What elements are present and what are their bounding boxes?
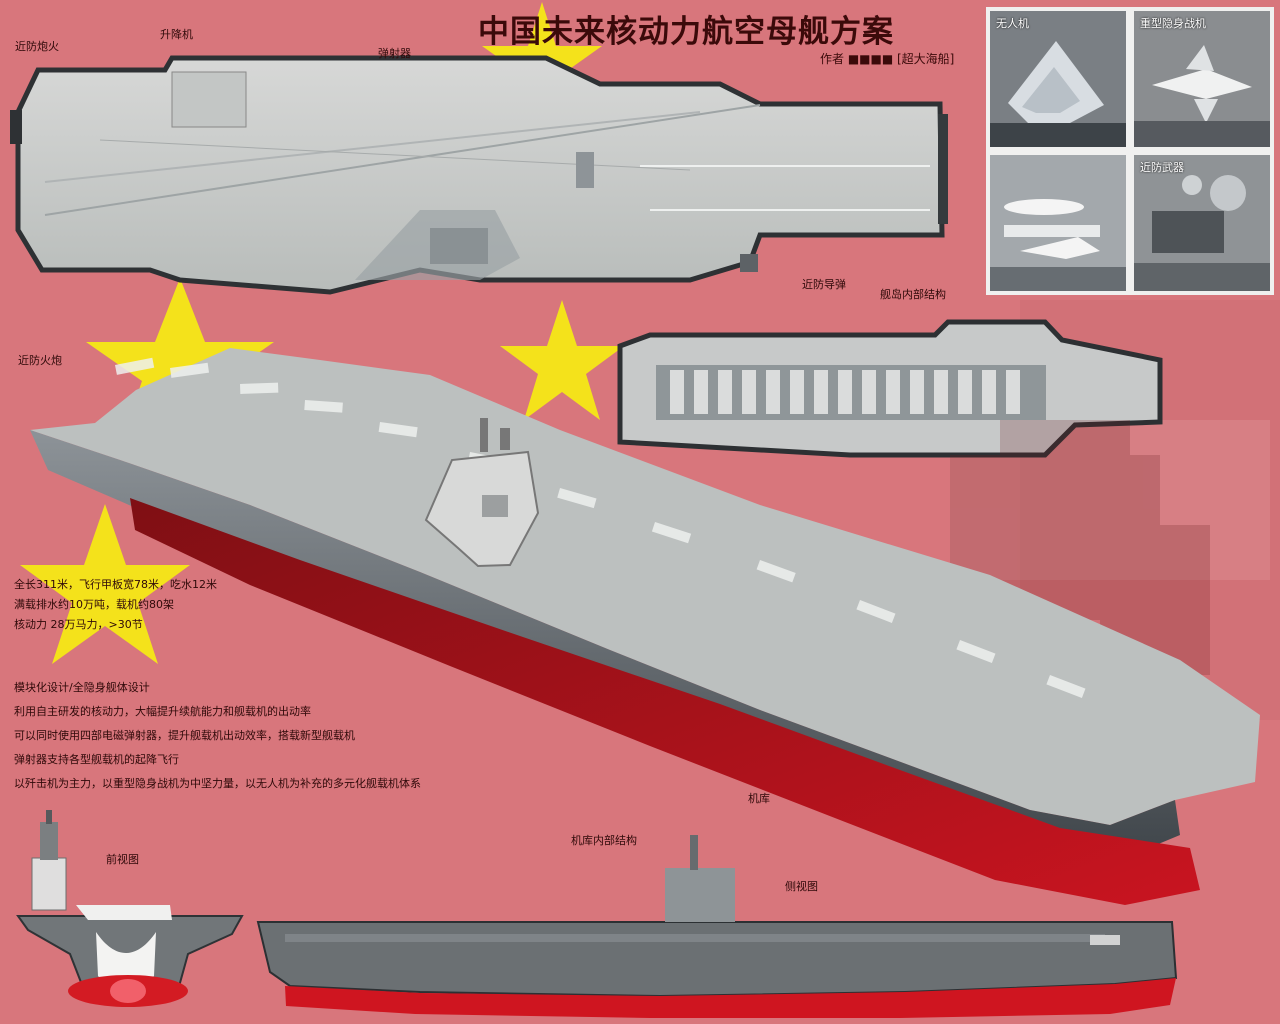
star-icon (86, 278, 274, 445)
carrier-side-view (256, 835, 1178, 1018)
label-front-view: 前视图 (106, 853, 139, 866)
star-icon (500, 300, 624, 420)
spec-line: 核动力 28万马力，>30节 (14, 618, 143, 631)
label-top-right: 弹射器 (378, 47, 411, 60)
photo-defense-weapon: 近防武器 (1130, 151, 1274, 295)
poster-title: 中国未来核动力航空母舰方案 (478, 14, 894, 50)
description-line: 可以同时使用四部电磁弹射器，提升舰载机出动效率，搭载新型舰载机 (14, 729, 355, 742)
label-side-view: 侧视图 (785, 880, 818, 893)
description-block: 模块化设计/全隐身舰体设计 利用自主研发的核动力，大幅提升续航能力和舰载机的出动… (14, 676, 694, 796)
photo-deck-aircraft (986, 151, 1130, 295)
weapon-photo-art (1134, 155, 1270, 291)
carrier-top-plan (10, 55, 948, 295)
author-line: 作者 ■■■■ [超大海船] (820, 52, 955, 66)
spec-line: 全长311米，飞行甲板宽78米，吃水12米 (14, 578, 217, 591)
label-right-bottom: 近防导弹 (802, 278, 846, 291)
deck-photo-art (990, 155, 1126, 291)
label-far-right-bottom: 舰岛内部结构 (880, 288, 946, 301)
photo-caption: 无人机 (996, 17, 1029, 30)
star-icon (20, 504, 190, 664)
spec-block: 全长311米，飞行甲板宽78米，吃水12米 满载排水约10万吨，载机约80架 核… (14, 575, 344, 635)
background-ship-silhouette (950, 420, 1210, 675)
label-top-left: 近防炮火 (15, 40, 59, 53)
description-line: 弹射器支持各型舰载机的起降飞行 (14, 753, 179, 766)
hangar-cutaway (617, 319, 1163, 458)
carrier-3d-view (30, 348, 1260, 905)
fighter-photo-art (1134, 11, 1270, 147)
photo-stealth-fighter: 重型隐身战机 (1130, 7, 1274, 151)
description-line: 以歼击机为主力，以重型隐身战机为中坚力量，以无人机为补充的多元化舰载机体系 (14, 777, 421, 790)
photo-caption: 重型隐身战机 (1140, 17, 1206, 30)
label-top-mid: 升降机 (160, 28, 193, 41)
label-hull-mid-right: 机库内部结构 (571, 834, 637, 847)
carrier-front-view (16, 810, 244, 1007)
label-hull-mid-left: 机库 (748, 792, 770, 805)
photo-drone: 无人机 (986, 7, 1130, 151)
label-left-middle: 近防火炮 (18, 354, 62, 367)
description-line: 模块化设计/全隐身舰体设计 (14, 681, 150, 694)
drone-photo-art (990, 11, 1126, 147)
spec-line: 满载排水约10万吨，载机约80架 (14, 598, 174, 611)
description-line: 利用自主研发的核动力，大幅提升续航能力和舰载机的出动率 (14, 705, 311, 718)
photo-caption: 近防武器 (1140, 161, 1184, 174)
